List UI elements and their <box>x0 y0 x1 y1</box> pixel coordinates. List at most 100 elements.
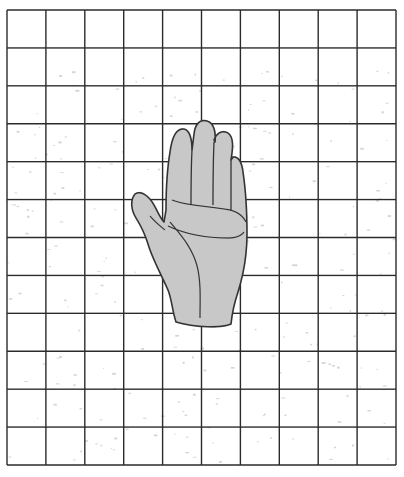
texture-speck <box>101 445 103 447</box>
texture-speck <box>361 368 362 369</box>
texture-speck <box>360 148 364 150</box>
texture-speck <box>116 88 119 89</box>
texture-speck <box>60 221 63 222</box>
texture-speck <box>15 204 16 205</box>
texture-speck <box>185 452 189 453</box>
texture-speck <box>384 423 386 424</box>
texture-speck <box>264 414 266 416</box>
texture-speck <box>60 158 62 159</box>
texture-speck <box>47 249 50 250</box>
texture-speck <box>54 404 57 406</box>
texture-speck <box>124 223 128 225</box>
texture-speck <box>204 370 207 372</box>
texture-speck <box>170 75 173 77</box>
texture-speck <box>291 113 294 115</box>
texture-speck <box>338 82 339 84</box>
texture-speck <box>98 167 100 168</box>
texture-speck <box>85 440 88 442</box>
texture-speck <box>281 398 285 399</box>
texture-speck <box>292 438 293 440</box>
texture-speck <box>354 335 356 337</box>
texture-speck <box>262 73 263 74</box>
texture-speck <box>254 227 258 228</box>
texture-speck <box>59 75 62 77</box>
texture-speck <box>37 418 38 419</box>
texture-speck <box>29 171 32 172</box>
texture-speck <box>80 451 82 453</box>
texture-speck <box>384 314 386 316</box>
texture-speck <box>306 332 309 333</box>
texture-speck <box>352 445 354 447</box>
texture-speck <box>388 215 391 217</box>
texture-speck <box>253 128 257 129</box>
texture-speck <box>193 457 197 458</box>
texture-speck <box>126 429 129 430</box>
texture-speck <box>91 226 94 228</box>
texture-speck <box>376 200 379 202</box>
texture-speck <box>195 74 197 76</box>
texture-speck <box>39 127 40 128</box>
texture-speck <box>268 132 271 133</box>
texture-speck <box>141 348 144 350</box>
texture-speck <box>342 295 344 296</box>
texture-speck <box>261 225 264 227</box>
texture-speck <box>139 111 142 112</box>
texture-speck <box>34 134 35 136</box>
texture-speck <box>147 169 149 170</box>
texture-speck <box>383 386 387 387</box>
texture-speck <box>114 438 117 440</box>
texture-speck <box>283 336 284 338</box>
texture-speck <box>313 180 316 182</box>
texture-speck <box>385 183 386 184</box>
texture-speck <box>76 90 80 92</box>
texture-speck <box>158 169 160 171</box>
texture-speck <box>389 253 390 255</box>
texture-speck <box>73 459 75 460</box>
texture-speck <box>54 193 56 195</box>
texture-speck <box>326 166 330 167</box>
texture-speck <box>178 401 180 402</box>
texture-speck <box>170 115 173 117</box>
texture-speck <box>199 91 201 92</box>
texture-speck <box>195 111 197 113</box>
texture-speck <box>104 261 105 262</box>
texture-speck <box>265 267 269 269</box>
texture-speck <box>24 381 28 382</box>
texture-speck <box>292 133 293 135</box>
texture-speck <box>284 415 286 417</box>
texture-speck <box>192 356 194 358</box>
texture-speck <box>263 100 266 101</box>
texture-speck <box>328 364 331 365</box>
texture-speck <box>386 140 387 141</box>
texture-speck <box>58 142 61 144</box>
texture-speck <box>103 368 104 369</box>
texture-speck <box>330 307 331 309</box>
texture-speck <box>248 109 249 110</box>
texture-speck <box>337 367 340 369</box>
texture-speck <box>121 119 122 120</box>
texture-speck <box>113 449 115 450</box>
texture-speck <box>110 164 113 165</box>
texture-speck <box>255 329 257 331</box>
texture-speck <box>294 264 298 266</box>
texture-speck <box>344 234 346 236</box>
texture-speck <box>15 192 18 193</box>
texture-speck <box>106 257 107 258</box>
texture-speck <box>269 187 272 188</box>
texture-speck <box>95 443 97 444</box>
texture-speck <box>79 330 81 332</box>
texture-speck <box>178 100 182 102</box>
texture-speck <box>141 319 142 320</box>
texture-speck <box>310 344 312 346</box>
texture-speck <box>27 216 29 218</box>
texture-speck <box>37 113 39 114</box>
texture-speck <box>385 103 389 104</box>
texture-speck <box>61 172 64 173</box>
texture-speck <box>381 311 383 312</box>
texture-speck <box>154 434 157 436</box>
texture-speck <box>249 171 251 172</box>
texture-speck <box>56 383 60 384</box>
texture-speck <box>248 126 249 127</box>
texture-speck <box>101 276 104 277</box>
